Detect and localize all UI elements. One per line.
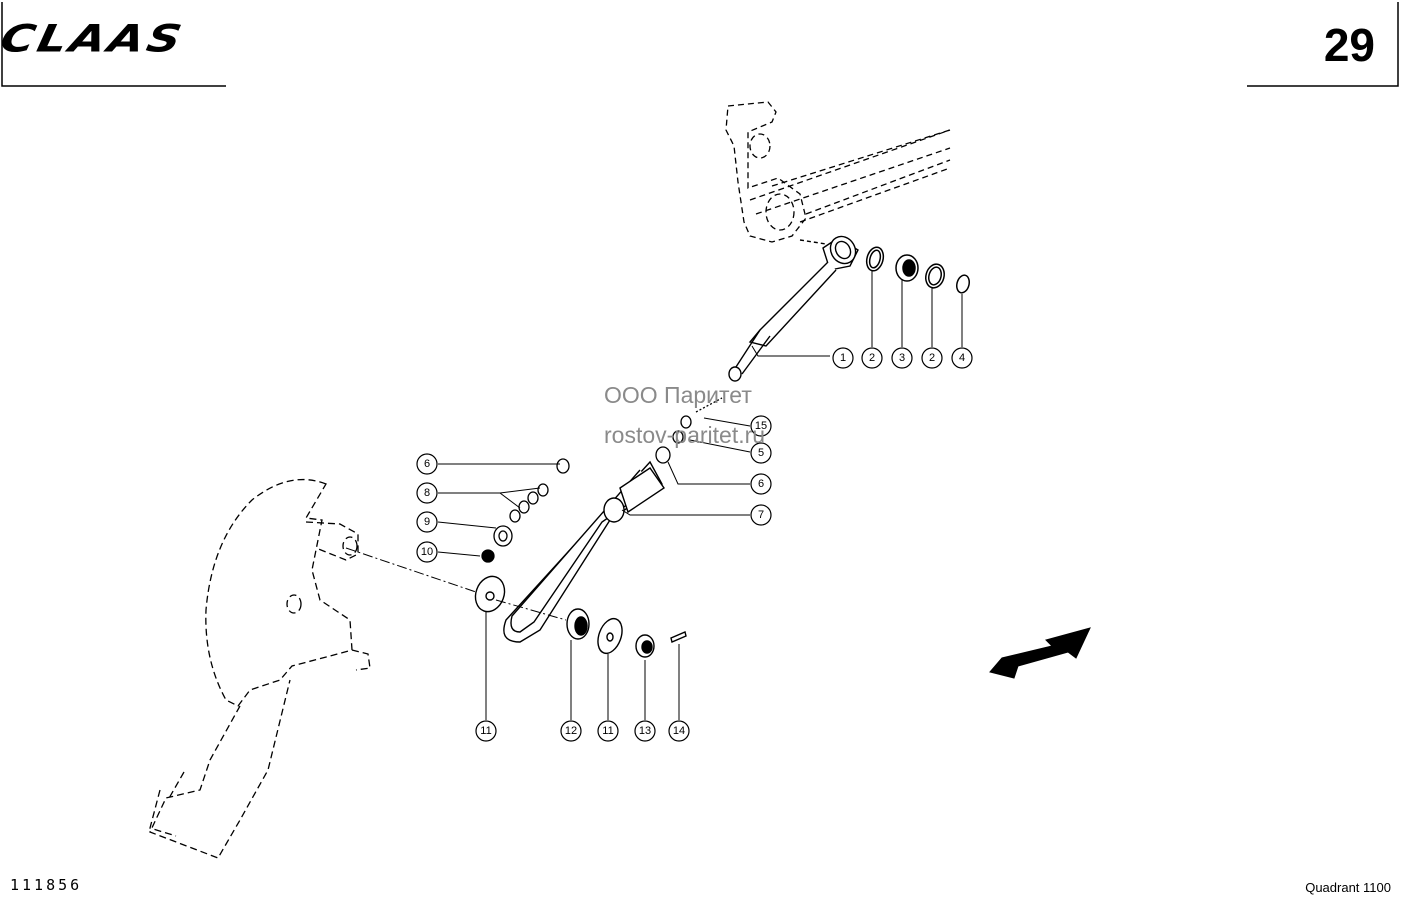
callout-circles [416,347,973,742]
connecting-rod-part [728,235,859,382]
callout-5: 5 [758,447,764,459]
callout-10: 10 [421,546,433,558]
callout-11b: 11 [602,725,613,737]
callout-2a: 2 [869,352,875,364]
callout-4: 4 [959,352,965,364]
upper-hardware-set [865,246,970,294]
lower-arm-sector [149,478,371,859]
callout-9: 9 [424,516,430,528]
callout-6-left: 6 [424,458,430,470]
watermark-url: rostov-paritet.ru [604,422,766,448]
upper-rocker-arm [725,101,951,243]
model-name: Quadrant 1100 [1305,880,1391,895]
callout-6-right: 6 [758,478,764,490]
page-number: 29 [1323,19,1375,71]
callout-11a: 11 [480,725,491,737]
lower-hardware-set [474,575,687,658]
callout-3: 3 [899,352,905,364]
drawing-number: 111856 [10,876,83,894]
assembly-axis-line-2 [495,599,567,621]
callout-leaders [437,270,963,720]
callout-7: 7 [758,509,764,521]
callout-15: 15 [755,420,767,432]
middle-hardware-set [655,397,723,464]
header-frame [1,2,1399,87]
direction-arrow-icon [989,627,1091,679]
callout-1: 1 [840,352,846,364]
drive-link-part [503,460,665,643]
callout-8: 8 [424,487,430,499]
watermark-company: ООО Паритет [604,382,752,408]
assembly-axis-line [345,547,477,593]
callout-2b: 2 [929,352,935,364]
callout-14: 14 [673,725,685,737]
callout-12: 12 [565,725,577,737]
left-hardware-set [481,458,570,563]
callout-13: 13 [639,725,651,737]
